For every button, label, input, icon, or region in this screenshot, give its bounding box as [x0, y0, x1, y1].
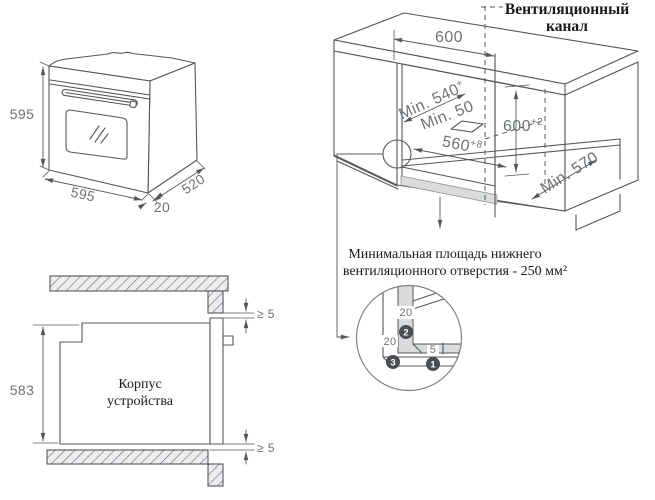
marker-3-label: 3 [390, 358, 395, 369]
oven-depth-label: 520 [179, 170, 208, 197]
marker-1-label: 1 [430, 360, 436, 371]
vent-channel-label-1: Вентиляционный [505, 1, 629, 18]
oven-top-face [48, 51, 196, 82]
marker-badge-1 [426, 357, 440, 371]
detail-bottom-spacer-label: 5 [430, 344, 437, 356]
oven-height-label: 595 [10, 106, 35, 122]
cabinet-right-side [564, 61, 639, 212]
oven-drawing: 595 595 520 20 [10, 51, 208, 215]
detail-leader-line [336, 153, 384, 340]
oven-width-label: 595 [69, 184, 96, 205]
marker-badge-3 [386, 355, 400, 369]
oven-side-face [147, 62, 198, 194]
device-front-panel [209, 317, 224, 445]
cabinet-top-width-label: 600 [435, 29, 463, 46]
bottom-shelf [46, 449, 209, 465]
vent-note-line-2: вентиляционного отверстия - 250 мм² [343, 264, 567, 279]
vent-note-line-1: Минимальная площадь нижнего [348, 247, 541, 262]
device-body-label-1: Корпус [118, 377, 161, 392]
niche-height-label: 600+2 [503, 117, 543, 135]
niche-section-drawing: Корпус устройства ≥ 5 ≥ 5 583 [10, 275, 275, 487]
oven-door-handle [61, 88, 138, 109]
gap-top-label: ≥ 5 [257, 307, 275, 321]
cabinet-plinth [575, 193, 621, 231]
bottom-front-rail [207, 463, 224, 487]
top-shelf [49, 275, 229, 292]
detail-top-spacer-label: 20 [399, 307, 412, 319]
corner-detail-drawing: 20 20 5 2 3 1 [355, 284, 463, 392]
device-handle-tab [222, 335, 234, 346]
niche-height-dim-label: 583 [10, 382, 35, 398]
cabinet-drawing: 600 600+2 Min. 540+ Min. 50 560+8 Min. 5… [333, 1, 639, 340]
glass-reflection-lines [89, 125, 109, 144]
detail-side-spacer-label: 20 [383, 336, 396, 348]
cabinet-left-panel [333, 50, 398, 187]
oven-control-panel [49, 79, 151, 100]
oven-overhang-label: 20 [154, 199, 170, 215]
niche-floor-step [450, 120, 484, 133]
vent-opening-strip [400, 175, 498, 205]
marker-badge-2 [399, 325, 413, 339]
marker-2-label: 2 [403, 328, 408, 339]
vent-channel-label-2: канал [546, 18, 588, 35]
top-front-rail [207, 290, 224, 314]
detail-circle-outline [355, 284, 463, 392]
gap-bottom-label: ≥ 5 [257, 441, 275, 455]
device-body-label-2: устройства [107, 394, 174, 409]
oven-door-window [65, 109, 128, 160]
niche-width-label: 560+8 [441, 132, 484, 158]
